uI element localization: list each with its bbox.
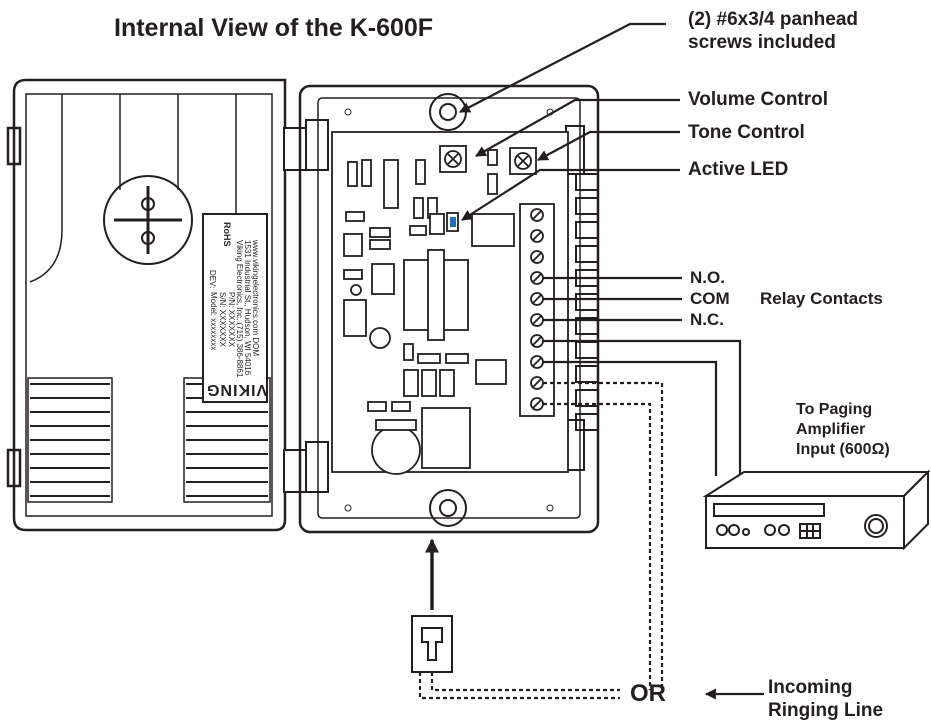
tone-control-label: Tone Control [688,122,805,143]
ringing-line-2: Ringing Line [768,700,884,721]
relay-no-label: N.O. [690,268,725,287]
amplifier-wires [543,339,742,480]
volume-control-label: Volume Control [688,89,829,110]
relay-com-label: COM [690,289,730,308]
screws-callout: (2) #6x3/4 panhead screws included [688,8,858,54]
web-text: www.vikingelectronics.com DOM [251,240,260,357]
screws-line-2: screws included [688,32,836,53]
modular-jack [411,615,453,673]
circuit-board [331,131,569,475]
amp-line-3: Input (600Ω) [796,441,890,458]
relay-contacts-label: Relay Contacts [760,289,883,308]
relay-nc-label: N.C. [690,310,724,329]
paging-amplifier [702,469,931,551]
callout-leaders [459,22,680,221]
sn-text: S/N: XXXXXXX [218,292,227,348]
or-label: OR [630,680,666,707]
rohs-text: RoHS [222,222,232,247]
ringing-line-callout: Incoming Ringing Line [768,676,883,722]
ringing-line-1: Incoming [768,677,853,698]
speaker-grill [103,175,193,265]
active-led-label: Active LED [688,159,789,180]
amp-line-1: To Paging [796,401,873,418]
terminal-block [519,203,555,417]
rating-label [202,213,268,403]
brand-logo: VIKING [206,381,268,398]
led-light [450,217,456,227]
ringing-line-dashed [418,381,664,700]
hinge [283,119,329,493]
amp-line-2: Amplifier [796,421,866,438]
dev-text: DEV: [208,270,217,289]
model-text: Model: xxxxxxxx [209,292,218,351]
screws-line-1: (2) #6x3/4 panhead [688,9,859,30]
diagram-title: Internal View of the K-600F [114,14,434,42]
relay-wires [543,276,682,322]
amplifier-callout: To Paging Amplifier Input (600Ω) [796,400,890,460]
